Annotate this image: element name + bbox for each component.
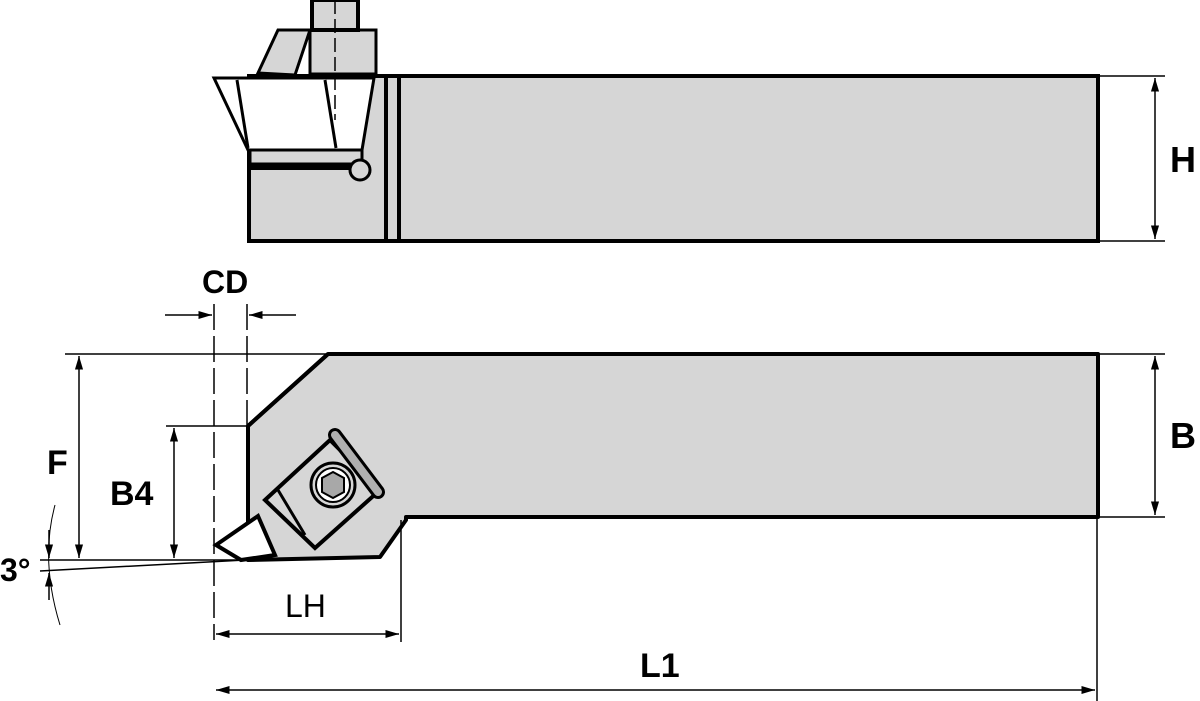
side-clamp [255,28,313,77]
top-shank [246,352,1100,562]
dim-cd-label: CD [202,264,248,300]
dim-angle-label: 3° [0,552,31,588]
dim-b-label: B [1170,415,1196,456]
dim-lh-label: LH [285,588,326,624]
dim-l1-label: L1 [640,647,680,685]
side-view: H [211,0,1196,243]
side-clamp-block [308,28,378,76]
dim-f-label: F [47,444,68,482]
dim-h-label: H [1170,139,1196,180]
side-shank [247,74,1100,243]
top-view: B CD F B4 3° LH L1 [0,264,1196,701]
top-insert [212,512,278,563]
top-clamp [262,428,385,551]
dim-b4-label: B4 [110,475,154,513]
